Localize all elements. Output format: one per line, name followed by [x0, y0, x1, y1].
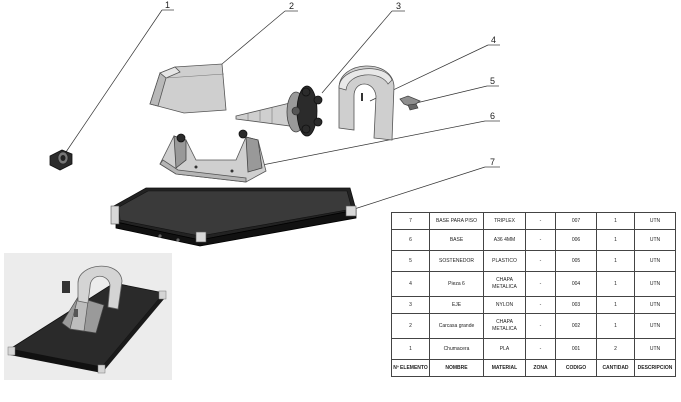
cell-zone: - [525, 338, 556, 360]
header-name: NOMBRE [429, 359, 484, 377]
leader-line-5 [411, 85, 488, 105]
header-zone: ZONA [525, 359, 556, 377]
part-1-bearing [49, 149, 73, 171]
cell-name: EJE [429, 296, 484, 314]
cell-description: UTN [634, 296, 676, 314]
leader-line-2 [221, 10, 286, 65]
cell-quantity: 1 [596, 250, 635, 272]
header-code: CODIGO [555, 359, 597, 377]
cell-material: PLA [483, 338, 526, 360]
cell-name: BASE [429, 229, 484, 251]
table-row: 7 BASE PARA PISO TRIPLEX - 007 1 UTN [391, 212, 676, 230]
callout-1: 1 [165, 0, 170, 10]
callout-7: 7 [490, 157, 495, 167]
cell-code: 003 [555, 296, 597, 314]
leader-line-7 [347, 166, 486, 212]
cell-description: UTN [634, 338, 676, 360]
cell-code: 007 [555, 212, 597, 230]
cell-name: Pieza 6 [429, 271, 484, 297]
cell-quantity: 2 [596, 338, 635, 360]
cell-name: SOSTENEDOR [429, 250, 484, 272]
table-header-row: Nº ELEMENTO NOMBRE MATERIAL ZONA CODIGO … [391, 359, 676, 377]
cell-code: 002 [555, 313, 597, 339]
part-2-housing [149, 63, 227, 114]
cell-element-number: 2 [391, 313, 430, 339]
cell-quantity: 1 [596, 212, 635, 230]
cell-element-number: 3 [391, 296, 430, 314]
cell-code: 001 [555, 338, 597, 360]
cell-element-number: 5 [391, 250, 430, 272]
header-material: MATERIAL [483, 359, 526, 377]
assembled-isometric-view [4, 253, 172, 380]
cell-name: Chumacera [429, 338, 484, 360]
cell-description: UTN [634, 271, 676, 297]
table-row: 3 EJE NYLON - 003 1 UTN [391, 296, 676, 314]
cell-zone: - [525, 313, 556, 339]
table-row: 5 SOSTENEDOR PLASTICO - 005 1 UTN [391, 250, 676, 272]
cell-quantity: 1 [596, 271, 635, 297]
cell-code: 004 [555, 271, 597, 297]
cell-quantity: 1 [596, 229, 635, 251]
cell-material: A36 4MM [483, 229, 526, 251]
callout-2: 2 [289, 1, 294, 11]
cell-name: Carcasa grande [429, 313, 484, 339]
header-quantity: CANTIDAD [596, 359, 635, 377]
cell-material: CHAPA METALICA [483, 271, 526, 297]
leader-line-6 [246, 120, 486, 169]
part-4-curved-sheet [338, 65, 395, 141]
callout-4: 4 [491, 35, 496, 45]
cell-code: 005 [555, 250, 597, 272]
cell-quantity: 1 [596, 296, 635, 314]
callout-3: 3 [396, 1, 401, 11]
cell-zone: - [525, 250, 556, 272]
cell-description: UTN [634, 229, 676, 251]
cell-material: CHAPA METALICA [483, 313, 526, 339]
part-5-holder [399, 95, 421, 111]
cell-element-number: 7 [391, 212, 430, 230]
bill-of-materials-table: 7 BASE PARA PISO TRIPLEX - 007 1 UTN 6 B… [391, 212, 676, 377]
leader-line-3 [321, 10, 393, 94]
cell-description: UTN [634, 212, 676, 230]
cell-material: TRIPLEX [483, 212, 526, 230]
table-row: 6 BASE A36 4MM - 006 1 UTN [391, 229, 676, 251]
cell-code: 006 [555, 229, 597, 251]
leader-line-1 [65, 9, 163, 153]
part-3-shaft [235, 85, 323, 137]
cell-element-number: 6 [391, 229, 430, 251]
cell-zone: - [525, 296, 556, 314]
cell-zone: - [525, 229, 556, 251]
cell-quantity: 1 [596, 313, 635, 339]
cell-description: UTN [634, 250, 676, 272]
callout-5: 5 [490, 76, 495, 86]
cell-material: NYLON [483, 296, 526, 314]
table-row: 2 Carcasa grande CHAPA METALICA - 002 1 … [391, 313, 676, 339]
cell-element-number: 4 [391, 271, 430, 297]
callout-6: 6 [490, 111, 495, 121]
part-7-floor-board [110, 187, 357, 247]
cell-zone: - [525, 212, 556, 230]
cell-description: UTN [634, 313, 676, 339]
cell-material: PLASTICO [483, 250, 526, 272]
header-description: DESCRIPCION [634, 359, 676, 377]
cell-element-number: 1 [391, 338, 430, 360]
header-element-number: Nº ELEMENTO [391, 359, 430, 377]
cell-zone: - [525, 271, 556, 297]
cell-name: BASE PARA PISO [429, 212, 484, 230]
table-row: 4 Pieza 6 CHAPA METALICA - 004 1 UTN [391, 271, 676, 297]
table-row: 1 Chumacera PLA - 001 2 UTN [391, 338, 676, 360]
part-6-base-frame [159, 129, 267, 183]
